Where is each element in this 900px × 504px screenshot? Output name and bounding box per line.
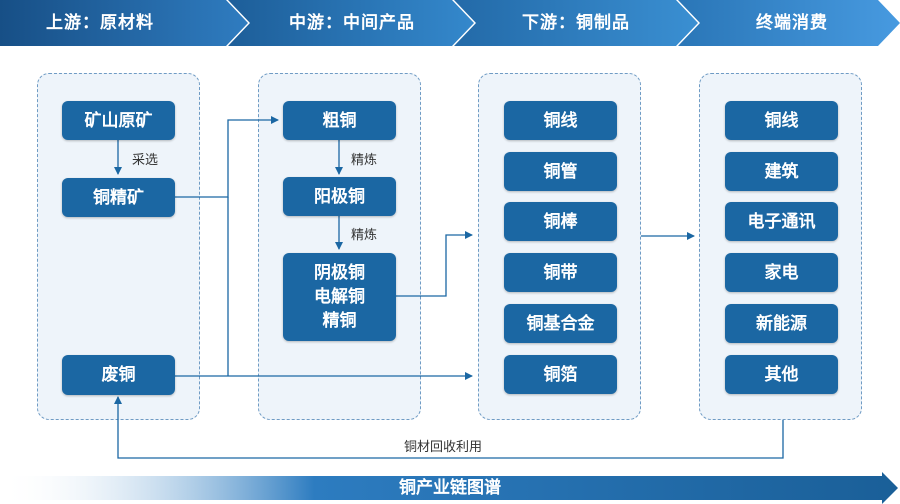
consumption-item: 家电 bbox=[725, 253, 838, 292]
downstream-item: 铜基合金 bbox=[504, 304, 617, 343]
stage-upstream-arrow bbox=[0, 0, 248, 46]
consumption-item: 其他 bbox=[725, 355, 838, 394]
consumption-item: 铜线 bbox=[725, 101, 838, 140]
refine-label-1: 精炼 bbox=[351, 153, 378, 168]
downstream-item: 铜带 bbox=[504, 253, 617, 292]
node-cathode-copper: 阴极铜 电解铜 精铜 bbox=[283, 253, 396, 341]
stage-midstream-label: 中游：中间产品 bbox=[289, 13, 415, 33]
node-ore: 矿山原矿 bbox=[62, 101, 175, 140]
stage-downstream: 下游：铜制品 bbox=[454, 0, 698, 46]
edge-cathode-to-downstream bbox=[396, 231, 473, 297]
bottom-title-arrow bbox=[0, 472, 898, 504]
stage-downstream-label: 下游：铜制品 bbox=[522, 13, 630, 33]
node-anode-copper: 阳极铜 bbox=[283, 177, 396, 216]
edge-recycle-loop bbox=[114, 396, 784, 459]
refine-label-2: 精炼 bbox=[351, 228, 378, 243]
node-blister-copper: 粗铜 bbox=[283, 101, 396, 140]
edge-concentrate-to-blister bbox=[175, 116, 279, 198]
stage-consumption: 终端消费 bbox=[678, 0, 900, 46]
node-concentrate: 铜精矿 bbox=[62, 178, 175, 217]
stage-upstream: 上游：原材料 bbox=[0, 0, 248, 46]
stage-midstream-arrow bbox=[228, 0, 474, 46]
consumption-item: 电子通讯 bbox=[725, 202, 838, 241]
mining-label: 采选 bbox=[132, 153, 159, 168]
downstream-item: 铜线 bbox=[504, 101, 617, 140]
recycle-label: 铜材回收利用 bbox=[404, 440, 483, 455]
node-scrap: 废铜 bbox=[62, 355, 175, 395]
stage-upstream-label: 上游：原材料 bbox=[46, 13, 154, 33]
consumption-item: 建筑 bbox=[725, 152, 838, 191]
consumption-item: 新能源 bbox=[725, 304, 838, 343]
downstream-item: 铜箔 bbox=[504, 355, 617, 394]
stage-midstream: 中游：中间产品 bbox=[228, 0, 474, 46]
downstream-item: 铜管 bbox=[504, 152, 617, 191]
stage-consumption-label: 终端消费 bbox=[756, 13, 828, 33]
stage-consumption-arrow bbox=[678, 0, 900, 46]
stage-downstream-arrow bbox=[454, 0, 698, 46]
downstream-item: 铜棒 bbox=[504, 202, 617, 241]
chain-title: 铜产业链图谱 bbox=[399, 478, 501, 498]
